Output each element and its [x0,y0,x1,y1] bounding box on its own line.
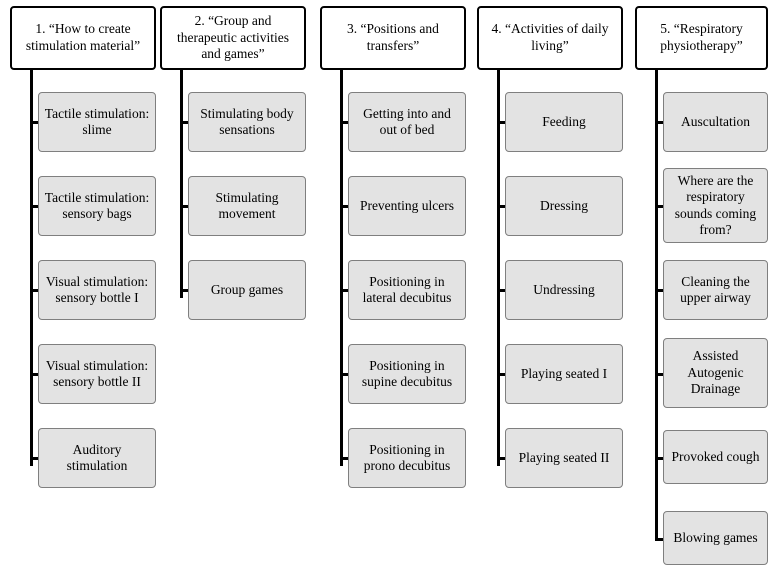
node-1-3: Visual stimulation: sensory bottle I [38,260,156,320]
branch-stub-1-1 [30,121,42,124]
diagram-column-2: 2. “Group and therapeutic activities and… [160,0,306,320]
node-4-4: Playing seated I [505,344,623,404]
branch-stub-5-6 [655,538,667,541]
branch-stub-5-4 [655,373,667,376]
node-3-5: Positioning in prono decubitus [348,428,466,488]
node-2-3: Group games [188,260,306,320]
node-4-2: Dressing [505,176,623,236]
trunk-line-1 [30,70,33,466]
column-header-5: 5. “Respiratory physiotherapy” [635,6,768,70]
node-5-4: Assisted Autogenic Drainage [663,338,768,408]
branch-stub-5-1 [655,121,667,124]
node-1-1: Tactile stimulation: slime [38,92,156,152]
branch-stub-2-1 [180,121,192,124]
node-1-5: Auditory stimulation [38,428,156,488]
node-5-5: Provoked cough [663,430,768,484]
branch-stub-4-4 [497,373,509,376]
branch-stub-4-5 [497,457,509,460]
branch-stub-4-3 [497,289,509,292]
node-3-2: Preventing ulcers [348,176,466,236]
diagram-column-5: 5. “Respiratory physiotherapy” Auscultat… [635,0,774,565]
branch-stub-1-4 [30,373,42,376]
branch-stub-5-5 [655,457,667,460]
branch-stub-3-4 [340,373,352,376]
branch-stub-2-2 [180,205,192,208]
branch-stub-5-3 [655,289,667,292]
node-5-6: Blowing games [663,511,768,565]
branch-stub-4-1 [497,121,509,124]
node-2-1: Stimulating body sensations [188,92,306,152]
node-4-3: Undressing [505,260,623,320]
branch-stub-1-2 [30,205,42,208]
branch-stub-4-2 [497,205,509,208]
branch-stub-1-5 [30,457,42,460]
branch-stub-3-5 [340,457,352,460]
trunk-line-5 [655,70,658,541]
node-1-4: Visual stimulation: sensory bottle II [38,344,156,404]
diagram-column-3: 3. “Positions and transfers” Getting int… [320,0,466,488]
column-header-3: 3. “Positions and transfers” [320,6,466,70]
trunk-line-3 [340,70,343,466]
trunk-line-2 [180,70,183,298]
node-3-4: Positioning in supine decubitus [348,344,466,404]
node-2-2: Stimulating movement [188,176,306,236]
diagram-column-4: 4. “Activities of daily living” Feeding … [477,0,623,488]
node-5-2: Where are the respiratory sounds coming … [663,168,768,243]
column-header-4: 4. “Activities of daily living” [477,6,623,70]
node-3-3: Positioning in lateral decubitus [348,260,466,320]
branch-stub-3-1 [340,121,352,124]
node-3-1: Getting into and out of bed [348,92,466,152]
branch-stub-3-3 [340,289,352,292]
trunk-line-4 [497,70,500,466]
branch-stub-5-2 [655,205,667,208]
column-header-1: 1. “How to create stimulation material” [10,6,156,70]
diagram-column-1: 1. “How to create stimulation material” … [10,0,156,488]
node-4-1: Feeding [505,92,623,152]
node-5-1: Auscultation [663,92,768,152]
node-1-2: Tactile stimulation: sensory bags [38,176,156,236]
node-5-3: Cleaning the upper airway [663,260,768,320]
branch-stub-1-3 [30,289,42,292]
node-4-5: Playing seated II [505,428,623,488]
branch-stub-3-2 [340,205,352,208]
branch-stub-2-3 [180,289,192,292]
column-header-2: 2. “Group and therapeutic activities and… [160,6,306,70]
